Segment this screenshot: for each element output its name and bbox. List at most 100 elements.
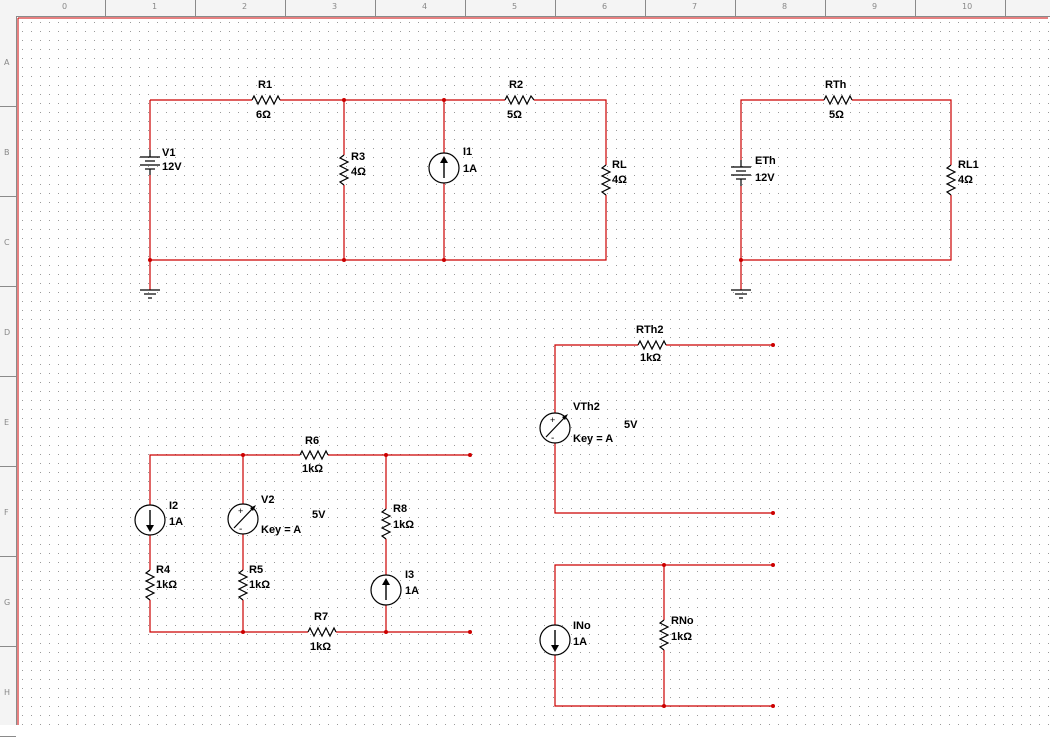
ruler-tick (555, 0, 556, 16)
circuit-2 (740, 99, 952, 290)
ruler-column-label: 8 (782, 2, 788, 11)
ruler-column-label: 1 (152, 2, 158, 11)
voltage-source-vth2[interactable]: + - (539, 412, 571, 444)
ino-name: INo (573, 620, 591, 632)
circuit-4-junctions (241, 453, 472, 634)
rth-value: 5Ω (829, 109, 844, 121)
rth-name: RTh (825, 79, 847, 91)
ruler-tick (1005, 0, 1006, 16)
r7-name: R7 (314, 611, 328, 623)
resistor-r5[interactable] (237, 569, 249, 601)
ruler-row-label: C (4, 238, 10, 247)
circuit-5-wires (554, 564, 773, 707)
resistor-r1[interactable] (251, 94, 281, 106)
minus-icon: - (239, 524, 242, 535)
resistor-r8[interactable] (380, 508, 392, 540)
ruler-tick (825, 0, 826, 16)
resistor-rl1[interactable] (945, 164, 957, 196)
rl1-value: 4Ω (958, 174, 973, 186)
ruler-tick (645, 0, 646, 16)
circuit-3-terminals[interactable] (771, 343, 775, 515)
vth2-key: Key = A (573, 433, 613, 445)
ruler-row-label: G (4, 598, 11, 607)
current-source-i3[interactable] (370, 574, 402, 606)
vth2-value: 5V (624, 419, 638, 431)
circuit-2-junction (739, 258, 743, 262)
r2-value: 5Ω (507, 109, 522, 121)
ground-icon[interactable] (731, 289, 751, 299)
ruler-column-label: 0 (62, 2, 68, 11)
arrow-up-icon (440, 156, 448, 163)
rl-value: 4Ω (612, 174, 627, 186)
ruler-column-label: 10 (962, 2, 973, 11)
ruler-row-label: D (4, 328, 11, 337)
circuit-2-wires (740, 99, 952, 290)
ruler-row-label: E (4, 418, 10, 427)
rth2-value: 1kΩ (640, 352, 661, 364)
rno-value: 1kΩ (671, 631, 692, 643)
resistor-rno[interactable] (658, 619, 670, 651)
ruler-tick (375, 0, 376, 16)
ino-value: 1A (573, 636, 587, 648)
r1-name: R1 (258, 79, 272, 91)
v1-name: V1 (162, 147, 175, 159)
r8-name: R8 (393, 503, 407, 515)
rl-name: RL (612, 159, 627, 171)
v2-value: 5V (312, 509, 326, 521)
current-source-ino[interactable] (539, 624, 571, 656)
ruler-column-label: 2 (242, 2, 248, 11)
r5-name: R5 (249, 564, 263, 576)
variable-arrow-icon (545, 415, 567, 438)
circuit-5 (554, 564, 773, 707)
circuit-3-wires (554, 344, 773, 514)
ruler-row-label: A (4, 58, 10, 67)
voltage-source-v2[interactable]: + - (227, 503, 259, 535)
circuit-5-junctions (662, 563, 775, 708)
v1-value: 12V (162, 161, 182, 173)
ruler-tick (0, 556, 16, 557)
battery-eth[interactable] (731, 160, 751, 186)
r5-value: 1kΩ (249, 579, 270, 591)
arrow-down-icon (146, 525, 154, 532)
i3-value: 1A (405, 585, 419, 597)
ruler-column-label: 7 (692, 2, 698, 11)
circuit-1 (149, 99, 607, 290)
current-source-i1[interactable] (428, 152, 460, 184)
resistor-r3[interactable] (338, 154, 350, 186)
plus-icon: + (550, 415, 555, 425)
rno-name: RNo (671, 615, 694, 627)
resistor-rth[interactable] (823, 94, 853, 106)
ruler-column-label: 4 (422, 2, 428, 11)
vth2-name: VTh2 (573, 401, 600, 413)
r3-name: R3 (351, 151, 365, 163)
i1-value: 1A (463, 163, 477, 175)
ruler-row-label: B (4, 148, 10, 157)
r2-name: R2 (509, 79, 523, 91)
ruler-tick (465, 0, 466, 16)
ground-icon[interactable] (140, 289, 160, 299)
resistor-r6[interactable] (299, 449, 329, 461)
circuit-1-wires (149, 99, 607, 290)
ruler-tick (0, 286, 16, 287)
ruler-tick (195, 0, 196, 16)
resistor-rl[interactable] (600, 164, 612, 196)
eth-value: 12V (755, 172, 775, 184)
minus-icon: - (551, 433, 554, 444)
ruler-tick (0, 466, 16, 467)
battery-v1[interactable] (140, 150, 160, 175)
resistor-rth2[interactable] (637, 339, 667, 351)
current-source-i2[interactable] (134, 504, 166, 536)
r6-value: 1kΩ (302, 463, 323, 475)
resistor-r7[interactable] (307, 626, 337, 638)
r1-value: 6Ω (256, 109, 271, 121)
i3-name: I3 (405, 569, 414, 581)
variable-arrow-icon (233, 506, 255, 529)
circuit-1-junctions (148, 98, 446, 262)
eth-name: ETh (755, 155, 776, 167)
resistor-r2[interactable] (504, 94, 535, 106)
resistor-r4[interactable] (144, 569, 156, 601)
